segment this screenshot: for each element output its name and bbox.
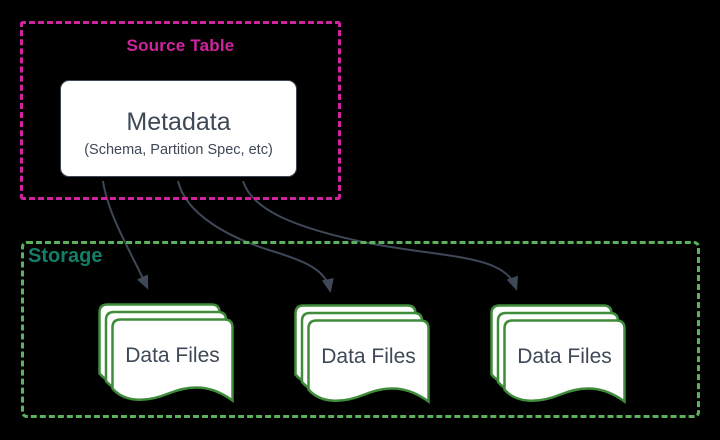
storage-label: Storage [28, 245, 103, 267]
data-files-node-1: Data Files [98, 302, 236, 406]
data-files-node-2: Data Files [294, 303, 432, 407]
source-table-container: Source Table Metadata (Schema, Partition… [20, 21, 341, 200]
data-files-label: Data Files [125, 344, 220, 367]
storage-container: Storage Data Files Data Files [21, 241, 700, 418]
source-table-label: Source Table [126, 36, 235, 55]
data-files-label: Data Files [321, 345, 416, 368]
metadata-title: Metadata [126, 108, 231, 136]
metadata-subtitle: (Schema, Partition Spec, etc) [84, 142, 273, 158]
document-stack-icon: Data Files [490, 304, 626, 404]
document-stack-icon: Data Files [294, 304, 430, 404]
document-stack-icon: Data Files [98, 303, 234, 403]
data-files-node-3: Data Files [490, 303, 628, 407]
metadata-node: Metadata (Schema, Partition Spec, etc) [60, 80, 297, 177]
data-files-label: Data Files [517, 345, 612, 368]
